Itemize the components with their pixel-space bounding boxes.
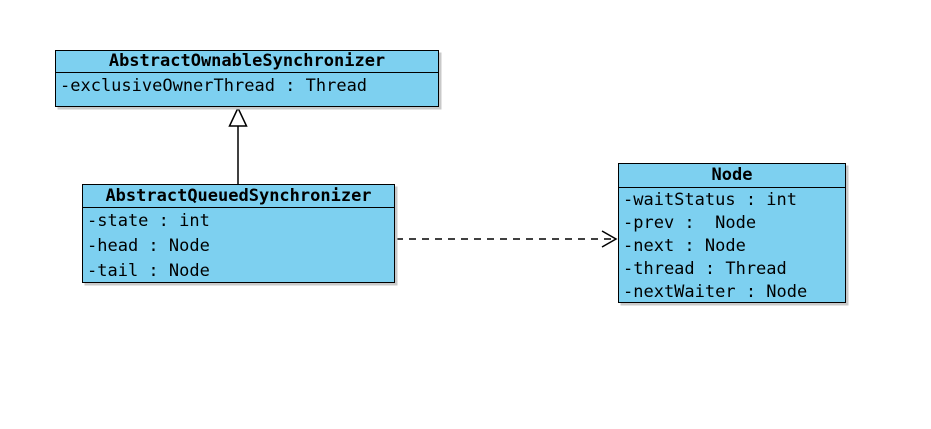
- class-box-abstract-ownable-synchronizer[interactable]: AbstractOwnableSynchronizer -exclusiveOw…: [55, 50, 439, 107]
- class-box-node[interactable]: Node -waitStatus : int -prev : Node -nex…: [618, 163, 846, 303]
- attribute-row: -tail : Node: [87, 261, 210, 281]
- attribute-row: -waitStatus : int: [623, 190, 797, 210]
- attribute-row: -head : Node: [87, 236, 210, 256]
- attributes-compartment: -state : int -head : Node -tail : Node: [83, 208, 394, 284]
- attributes-compartment: -waitStatus : int -prev : Node -next : N…: [619, 188, 845, 304]
- attribute-row: -prev : Node: [623, 213, 757, 233]
- open-arrowhead: [601, 230, 618, 248]
- attribute-row: -thread : Thread: [623, 259, 787, 279]
- attribute-row: -state : int: [87, 211, 210, 231]
- attributes-compartment: -exclusiveOwnerThread : Thread: [56, 73, 438, 99]
- class-title: Node: [619, 164, 845, 188]
- attribute-row: -exclusiveOwnerThread : Thread: [60, 76, 368, 96]
- class-title: AbstractQueuedSynchronizer: [83, 185, 394, 208]
- class-box-abstract-queued-synchronizer[interactable]: AbstractQueuedSynchronizer -state : int …: [82, 184, 395, 283]
- attribute-row: -nextWaiter : Node: [623, 282, 808, 302]
- attribute-row: -next : Node: [623, 236, 746, 256]
- generalization-arrow[interactable]: [228, 106, 248, 184]
- class-title: AbstractOwnableSynchronizer: [56, 51, 438, 73]
- dependency-arrow[interactable]: [396, 230, 618, 248]
- hollow-triangle-arrowhead: [228, 106, 248, 127]
